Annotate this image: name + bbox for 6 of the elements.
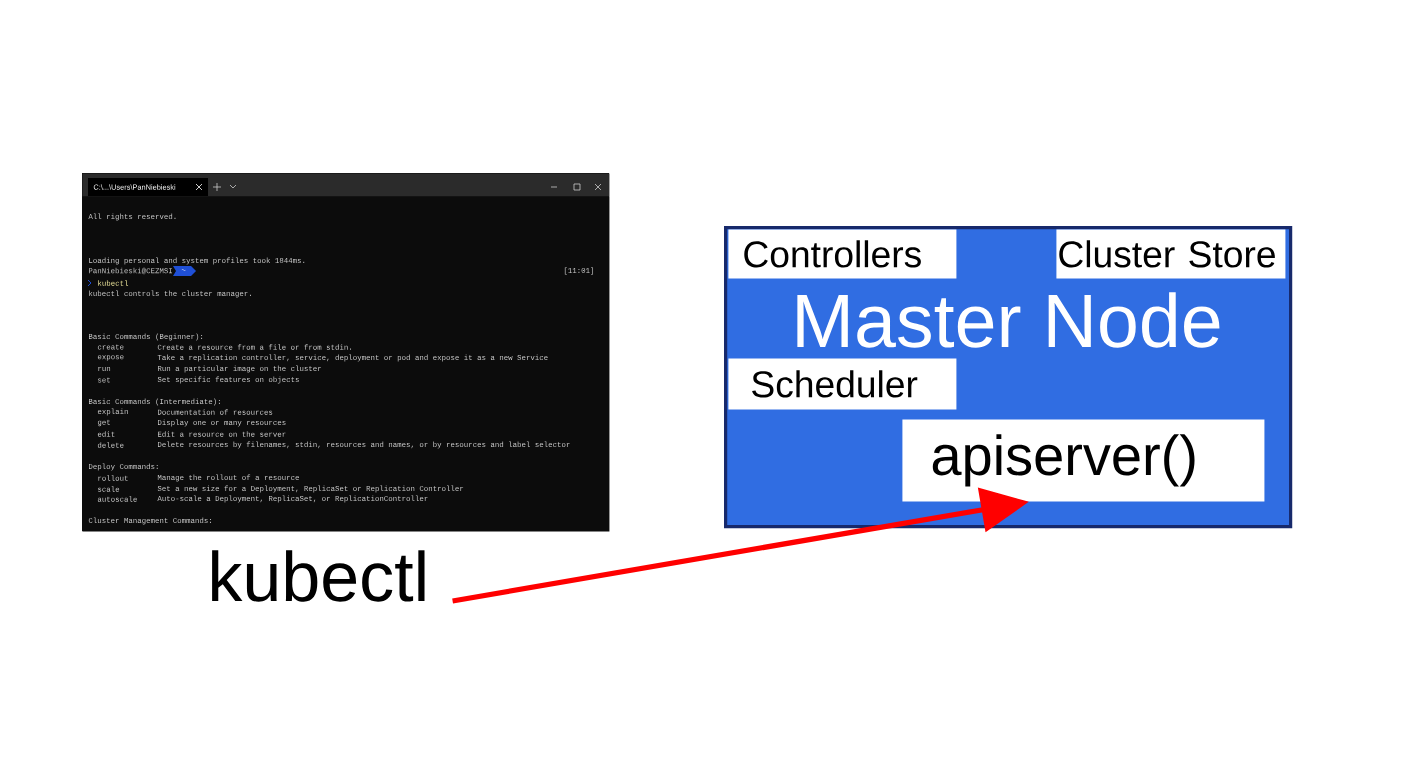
- component-box: Scheduler: [728, 358, 957, 410]
- component-box: Cluster Store: [1056, 229, 1286, 279]
- terminal-window: [82, 173, 610, 532]
- command-label: kubectl: [212, 550, 425, 602]
- component-box: Controllers: [728, 229, 957, 279]
- api-box: apiserver(): [902, 419, 1265, 502]
